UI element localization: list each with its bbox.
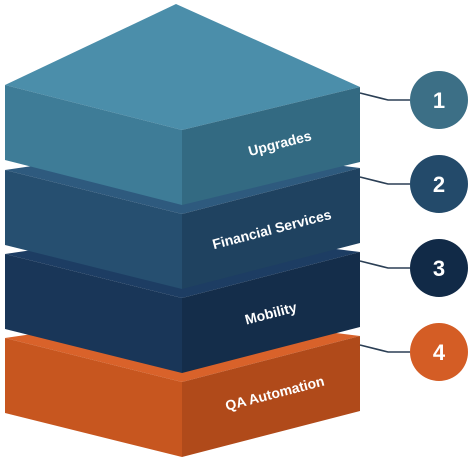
layer-3-front-face <box>5 254 182 373</box>
layer-1-top-face <box>5 4 360 130</box>
number-badge-3-label: 3 <box>433 256 445 281</box>
layer-2-front-face <box>5 170 182 289</box>
layer-2-side-face <box>182 168 360 289</box>
layer-1-front-face <box>5 85 182 205</box>
badge-4-group: 4 <box>359 323 468 381</box>
connector-2 <box>359 176 410 185</box>
layer-upgrades: Upgrades <box>5 4 360 205</box>
layer-4-side-face <box>182 336 360 457</box>
badge-1-group: 1 <box>359 71 468 129</box>
number-badge-3 <box>410 239 468 297</box>
connector-3 <box>359 260 410 269</box>
number-badge-4 <box>410 323 468 381</box>
number-badge-4-label: 4 <box>433 340 446 365</box>
number-badge-2 <box>410 155 468 213</box>
number-badge-1-label: 1 <box>433 88 445 113</box>
badge-3-group: 3 <box>359 239 468 297</box>
number-badge-1 <box>410 71 468 129</box>
layer-1-side-face <box>182 87 360 205</box>
connector-4 <box>359 344 410 353</box>
connector-1 <box>359 92 410 101</box>
layer-4-front-face <box>5 338 182 457</box>
number-badge-2-label: 2 <box>433 172 445 197</box>
layer-3-side-face <box>182 252 360 373</box>
badge-2-group: 2 <box>359 155 468 213</box>
